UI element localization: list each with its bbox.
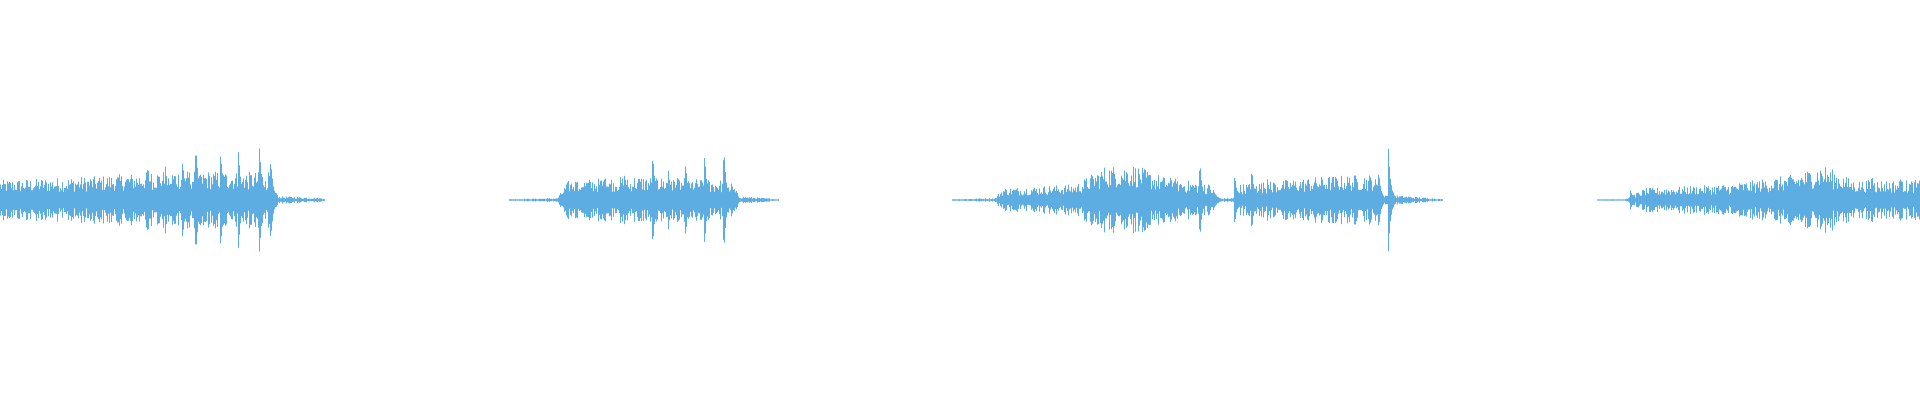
waveform-segment-3 [952,148,1443,252]
waveform-segment-1 [0,148,325,252]
waveform-segment-4 [1597,167,1920,233]
waveform-segments [0,148,1920,252]
waveform-segment-2 [509,157,779,243]
